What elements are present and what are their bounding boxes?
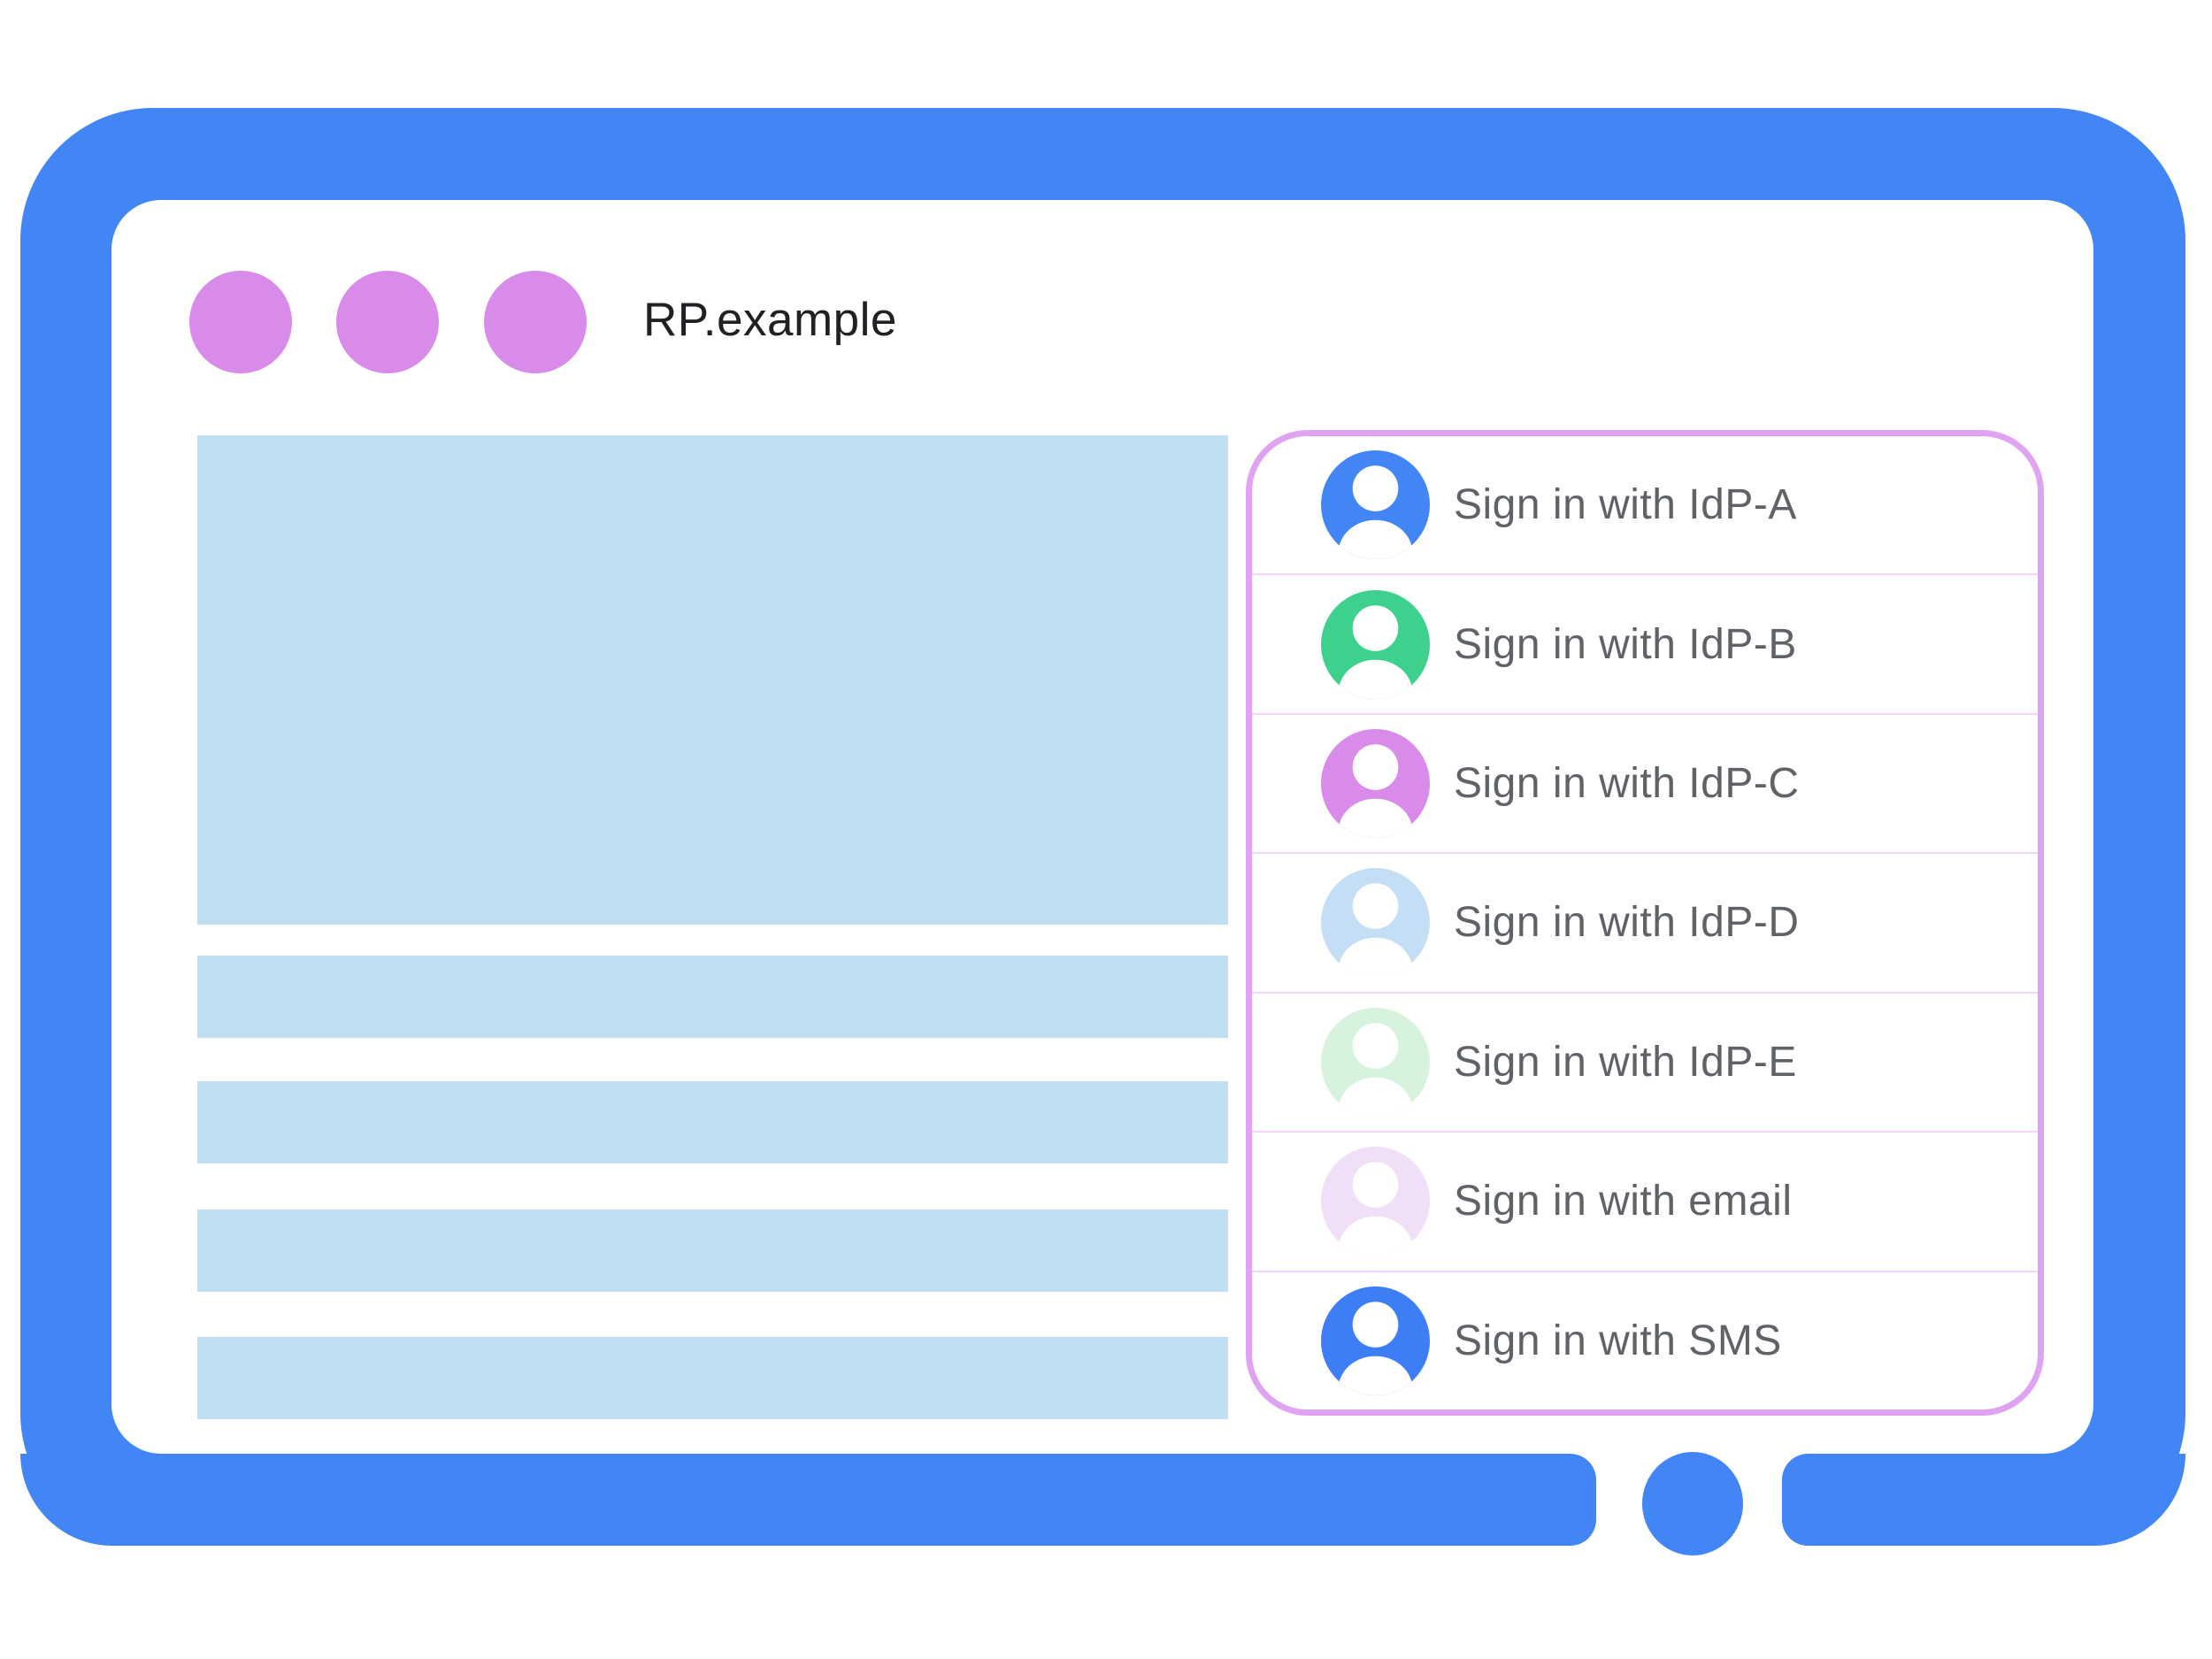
frame-base-circle-icon [1642,1452,1743,1555]
user-avatar-icon [1321,868,1430,978]
signin-option-label: Sign in with IdP-E [1454,1038,1797,1086]
signin-option-label: Sign in with IdP-C [1454,760,1800,808]
signin-option[interactable]: Sign in with IdP-A [1252,436,2038,576]
signin-option[interactable]: Sign in with SMS [1252,1272,2038,1409]
content-placeholder-bar [197,1337,1228,1419]
signin-option[interactable]: Sign in with IdP-B [1252,575,2038,715]
signin-option-label: Sign in with IdP-D [1454,899,1800,947]
window-control-dot-icon [484,271,587,373]
frame-bottom-band-right [1782,1454,2185,1546]
window-control-dot-icon [336,271,439,373]
window-control-dot-icon [189,271,292,373]
signin-dialog: Sign in with IdP-A Sign in with IdP-B Si… [1246,430,2044,1416]
frame-bottom-band-left [20,1454,1596,1546]
signin-option[interactable]: Sign in with IdP-C [1252,715,2038,855]
signin-options: Sign in with IdP-A Sign in with IdP-B Si… [1252,436,2038,1409]
signin-option[interactable]: Sign in with email [1252,1133,2038,1272]
signin-option-label: Sign in with IdP-A [1454,481,1797,529]
content-placeholder-hero [197,435,1228,925]
content-placeholder-bar [197,1210,1228,1292]
user-avatar-icon [1321,1007,1430,1117]
content-placeholder-bar [197,956,1228,1038]
signin-option[interactable]: Sign in with IdP-E [1252,994,2038,1133]
signin-option-label: Sign in with email [1454,1178,1793,1225]
signin-option-label: Sign in with IdP-B [1454,620,1797,668]
content-placeholder-bar [197,1081,1228,1164]
user-avatar-icon [1321,450,1430,560]
user-avatar-icon [1321,729,1430,839]
signin-option-label: Sign in with SMS [1454,1317,1782,1364]
user-avatar-icon [1321,1147,1430,1256]
page-title: RP.example [643,294,897,346]
user-avatar-icon [1321,589,1430,699]
user-avatar-icon [1321,1286,1430,1395]
signin-option[interactable]: Sign in with IdP-D [1252,854,2038,994]
